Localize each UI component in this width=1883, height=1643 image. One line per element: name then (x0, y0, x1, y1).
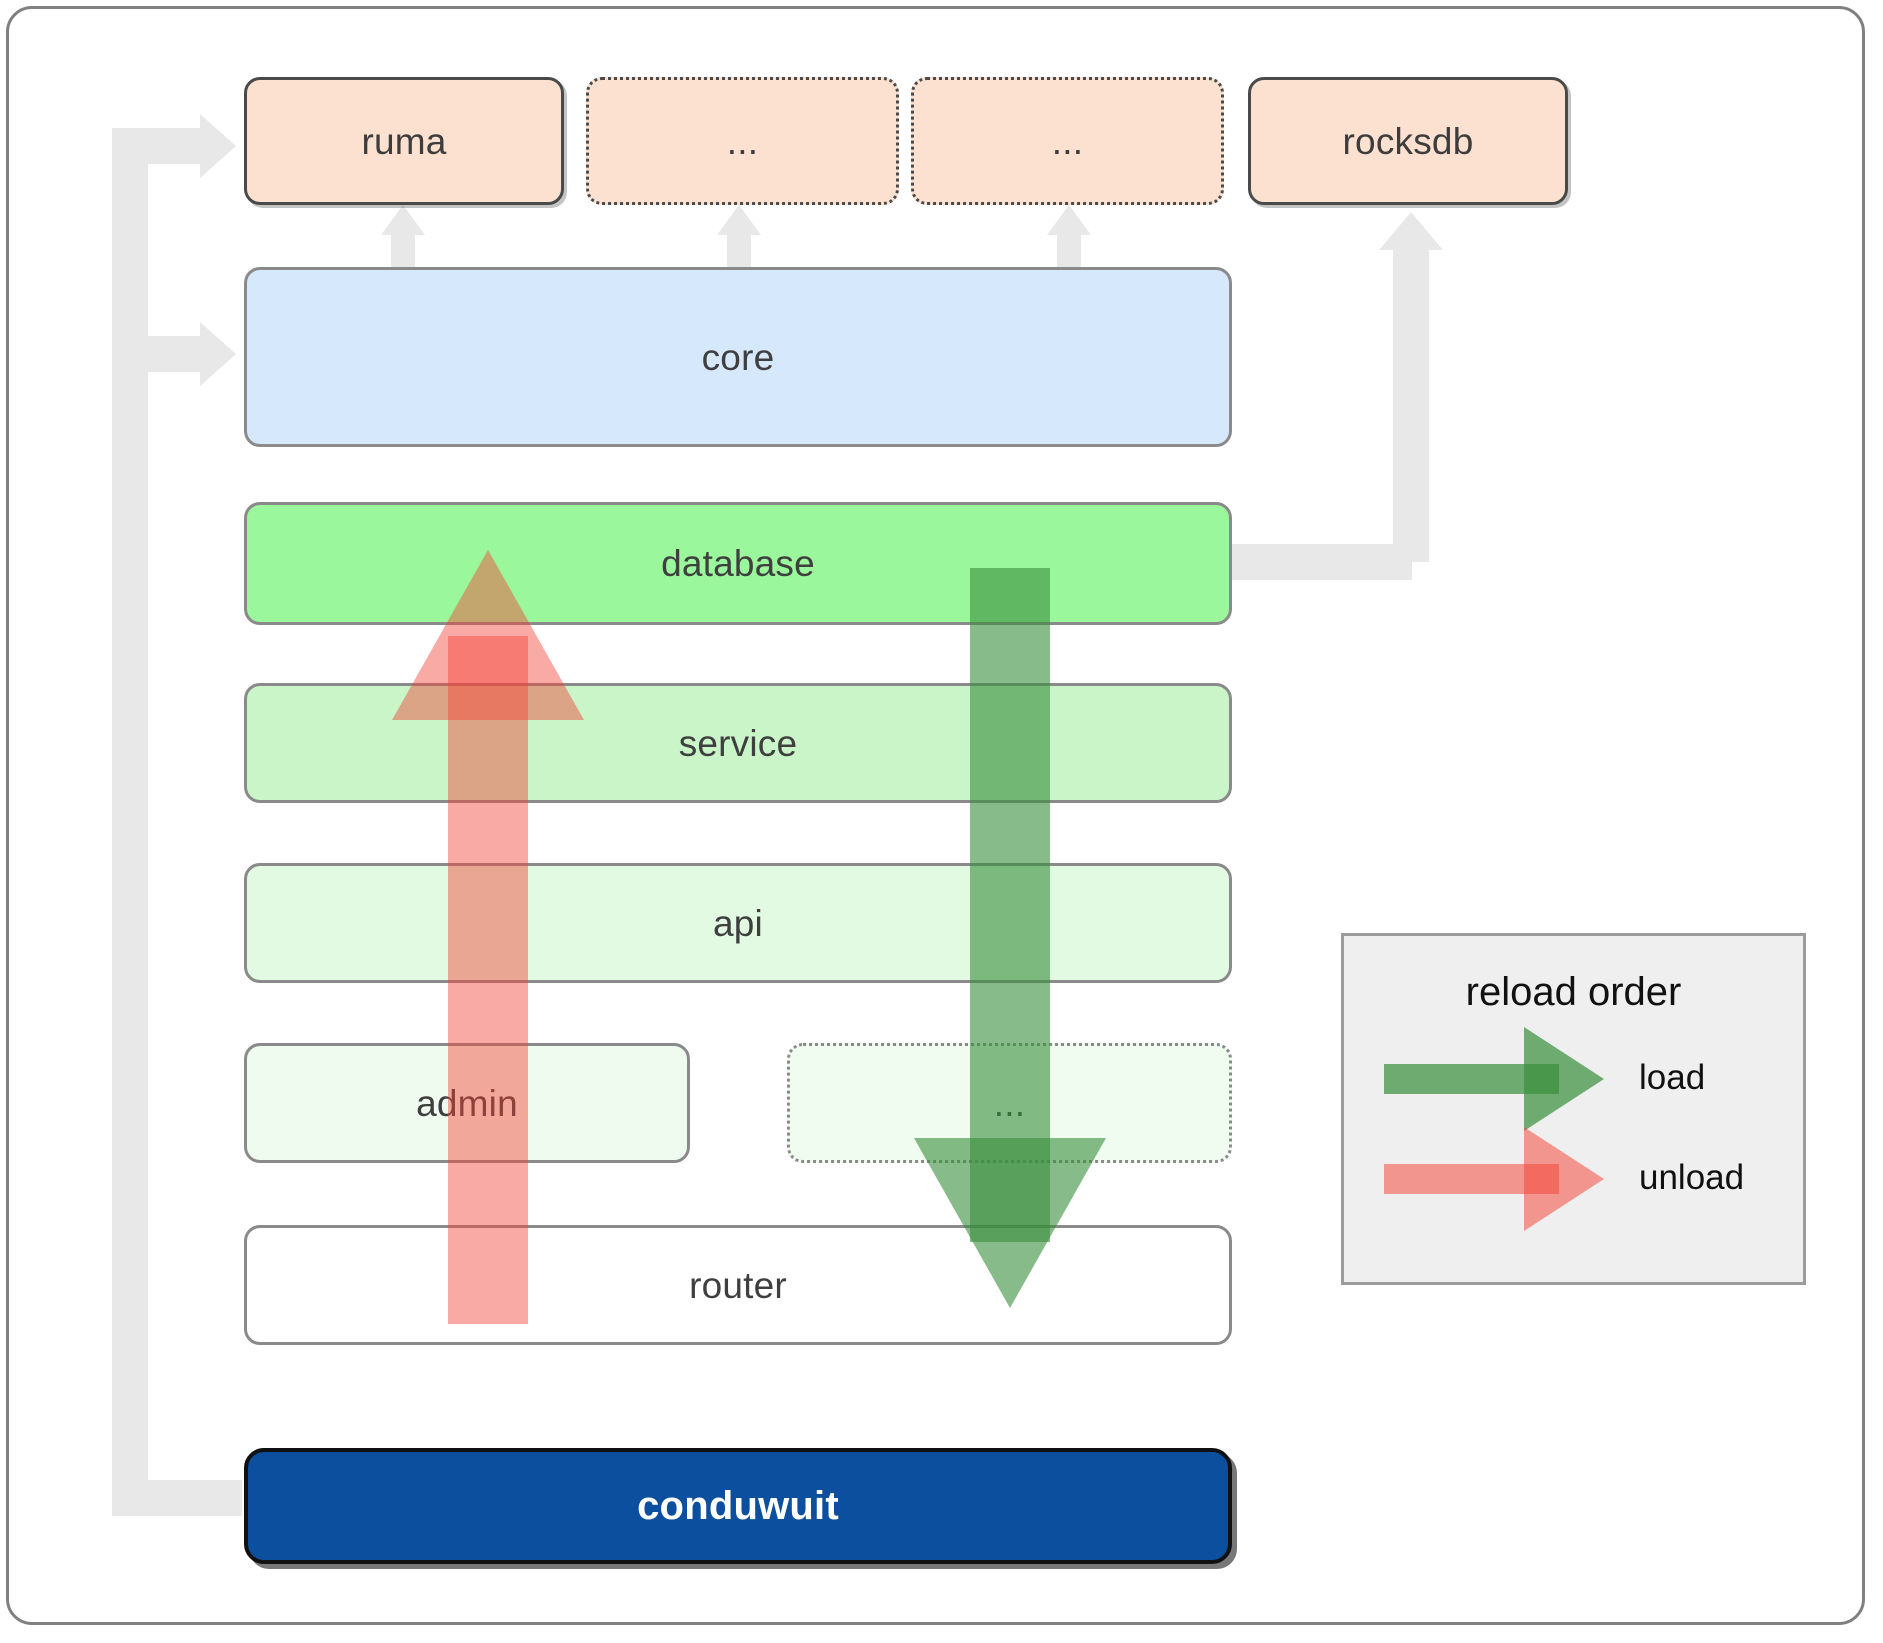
layer-label-service: service (678, 722, 798, 764)
legend-load-label: load (1639, 1058, 1706, 1097)
connector-core-dots2-arrow (1047, 205, 1091, 235)
legend-load-head (1524, 1027, 1604, 1131)
dependency-box-dots-1[interactable]: ... (586, 77, 899, 205)
layer-label-database: database (661, 543, 815, 584)
load-arrow-shaft (970, 568, 1050, 1242)
unload-arrow-shaft (448, 636, 528, 1324)
connector-branch-core (112, 336, 212, 372)
dependency-label-ruma: ruma (361, 120, 447, 162)
dependency-box-dots-2[interactable]: ... (911, 77, 1224, 205)
application-label-conduwuit: conduwuit (637, 1484, 839, 1528)
legend-unload-head (1524, 1127, 1604, 1231)
layer-label-core: core (701, 336, 775, 378)
connector-arrow-rocksdb (1379, 212, 1443, 250)
layer-box-database[interactable]: database (244, 502, 1232, 625)
connector-core-dots1-arrow (717, 205, 761, 235)
connector-db-to-rocksdb-vertical (1393, 250, 1429, 562)
legend-panel: reload order load unload (1341, 933, 1806, 1285)
dependency-box-rocksdb[interactable]: rocksdb (1248, 77, 1568, 205)
legend-title: reload order (1465, 970, 1682, 1014)
connector-core-dots1-stem (727, 228, 751, 270)
connector-core-dots2-stem (1057, 228, 1081, 270)
connector-arrow-core (200, 322, 236, 386)
layer-label-api: api (713, 902, 763, 944)
legend-unload-label: unload (1639, 1158, 1745, 1197)
connector-db-to-rocksdb-horizontal (1232, 544, 1412, 580)
diagram-frame (6, 6, 1865, 1625)
layer-box-admin[interactable]: admin (244, 1043, 690, 1163)
dependency-box-ruma[interactable]: ruma (244, 77, 564, 205)
dependency-label-rocksdb: rocksdb (1342, 120, 1474, 162)
dependency-label-dots-2: ... (1051, 120, 1084, 162)
connector-branch-ruma (112, 128, 212, 164)
dependency-label-dots-1: ... (726, 120, 759, 162)
connector-arrow-ruma (200, 114, 236, 178)
connector-core-ruma-arrow (381, 205, 425, 235)
layer-box-core[interactable]: core (244, 267, 1232, 447)
connector-core-ruma-stem (391, 228, 415, 270)
connector-bottom-to-conduwuit (112, 1480, 242, 1516)
unload-arrow-head (392, 550, 584, 720)
layer-label-admin: admin (416, 1082, 518, 1124)
layer-box-service[interactable]: service (244, 683, 1232, 803)
layer-box-api[interactable]: api (244, 863, 1232, 983)
layer-label-router: router (689, 1264, 787, 1306)
application-box-conduwuit[interactable]: conduwuit (244, 1448, 1232, 1564)
